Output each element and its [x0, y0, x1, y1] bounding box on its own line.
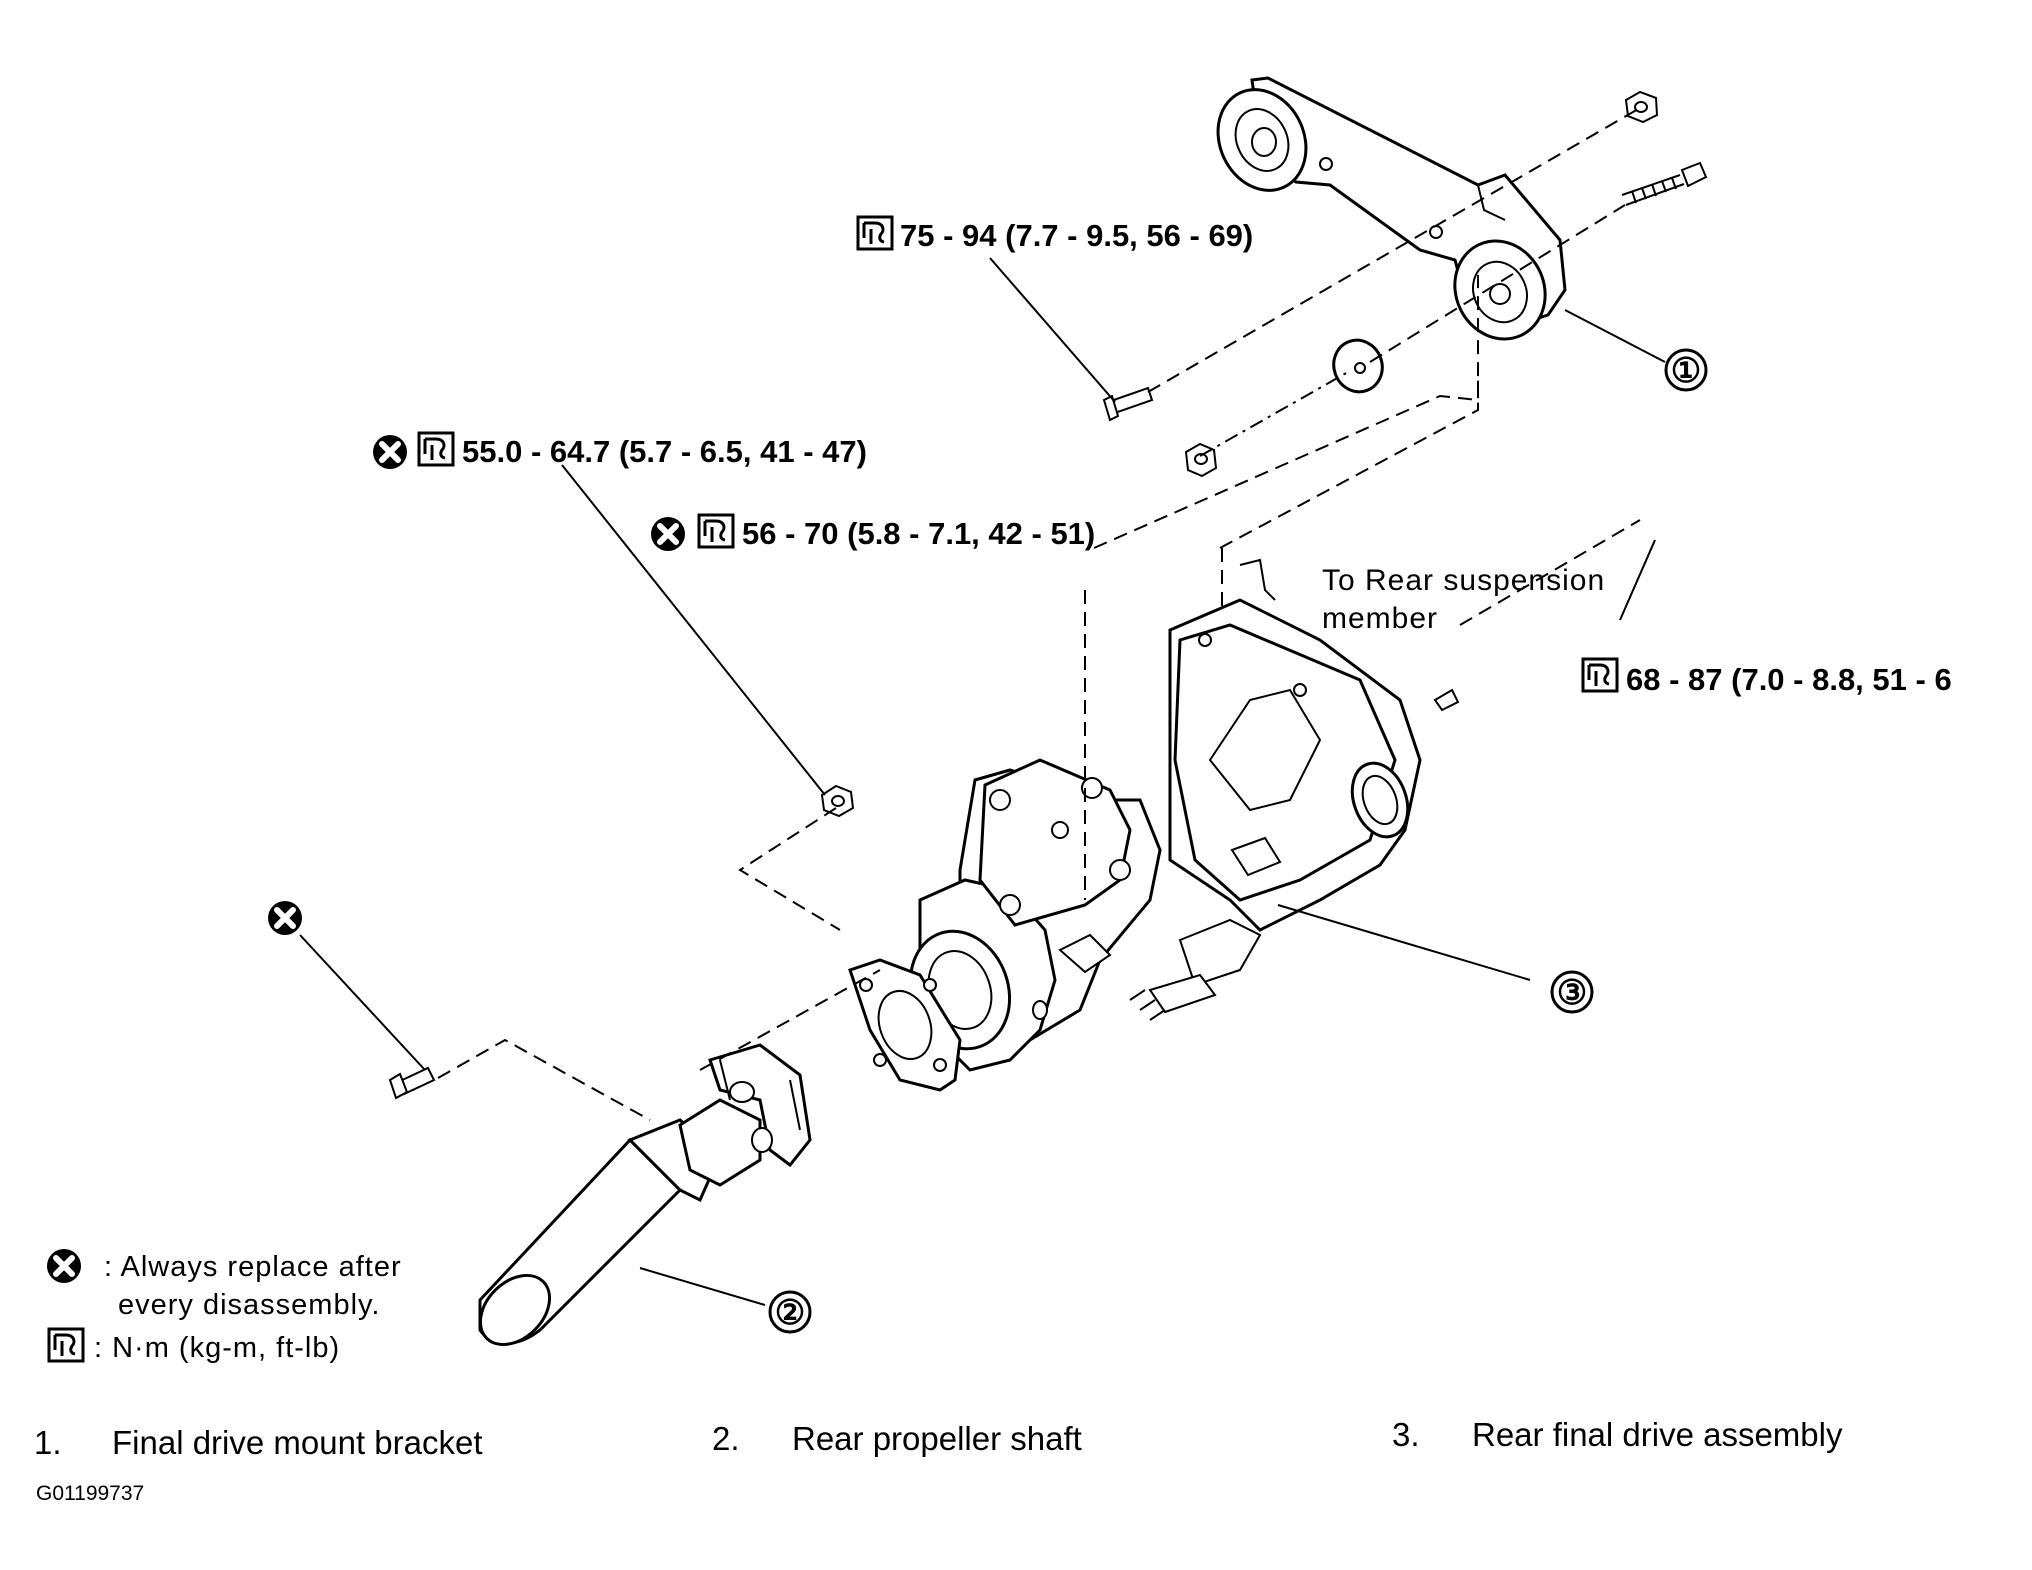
flange-nut — [820, 784, 855, 818]
part-3-number: 3. — [1392, 1416, 1420, 1453]
callout-3-number: ③ — [1557, 974, 1587, 1012]
legend-replace-line-1: : Always replace after — [104, 1251, 402, 1283]
x-circle-icon — [268, 901, 302, 935]
rear-suspension-note: To Rear suspension member — [1322, 564, 1605, 635]
assembly-guide-lines — [437, 107, 1641, 1121]
x-circle-icon — [373, 435, 407, 469]
legend: : Always replace after every disassembly… — [47, 1249, 402, 1364]
note-line-2: member — [1322, 602, 1438, 635]
part-3-name: Rear final drive assembly — [1472, 1416, 1843, 1453]
rear-propeller-shaft — [478, 1043, 812, 1347]
torque-spec-56-70: 56 - 70 (5.8 - 7.1, 42 - 51) — [651, 513, 1095, 551]
torque-spec-text: 68 - 87 (7.0 - 8.8, 51 - 6 — [1626, 662, 1952, 697]
torque-spec-55-64: 55.0 - 64.7 (5.7 - 6.5, 41 - 47) — [373, 431, 867, 469]
torque-spec-68-87: 68 - 87 (7.0 - 8.8, 51 - 6 — [1581, 657, 1952, 697]
callout-1: ① — [1664, 348, 1708, 392]
x-circle-icon — [47, 1249, 81, 1283]
torque-spec-text: 75 - 94 (7.7 - 9.5, 56 - 69) — [900, 218, 1253, 253]
rear-final-drive-assembly — [908, 558, 1460, 1072]
part-2-number: 2. — [712, 1420, 740, 1457]
figure-code: G01199737 — [36, 1482, 144, 1505]
torque-spec-text: 55.0 - 64.7 (5.7 - 6.5, 41 - 47) — [462, 434, 867, 469]
part-2-name: Rear propeller shaft — [792, 1420, 1082, 1457]
torque-wrench-icon — [1581, 657, 1619, 693]
bracket-mount-bolt — [1102, 386, 1154, 422]
bracket-bolt — [1621, 161, 1708, 206]
callout-2: ② — [768, 1290, 812, 1334]
callout-3: ③ — [1550, 970, 1594, 1014]
part-1-number: 1. — [34, 1424, 62, 1461]
legend-replace-line-2: every disassembly. — [118, 1289, 380, 1321]
torque-spec-text: 56 - 70 (5.8 - 7.1, 42 - 51) — [742, 516, 1095, 551]
torque-spec-75-94: 75 - 94 (7.7 - 9.5, 56 - 69) — [856, 215, 1253, 253]
legend-torque-unit: : N·m (kg-m, ft-lb) — [94, 1332, 340, 1364]
x-circle-icon — [651, 517, 685, 551]
callout-1-number: ① — [1671, 352, 1701, 390]
final-drive-mount-bracket — [1216, 76, 1567, 341]
torque-wrench-icon — [697, 513, 735, 549]
mount-washer — [1332, 338, 1384, 394]
part-1-name: Final drive mount bracket — [112, 1424, 483, 1461]
torque-wrench-icon — [417, 431, 455, 467]
note-line-1: To Rear suspension — [1322, 564, 1605, 597]
callout-2-number: ② — [775, 1294, 805, 1332]
bracket-nut — [1624, 90, 1659, 124]
leader-lines — [299, 257, 1666, 1306]
parts-list: 1. Final drive mount bracket 2. Rear pro… — [34, 1416, 1843, 1461]
companion-flange — [848, 958, 962, 1092]
torque-wrench-icon — [856, 215, 894, 251]
propeller-shaft-bolt — [388, 1066, 436, 1100]
torque-wrench-icon — [47, 1327, 85, 1363]
